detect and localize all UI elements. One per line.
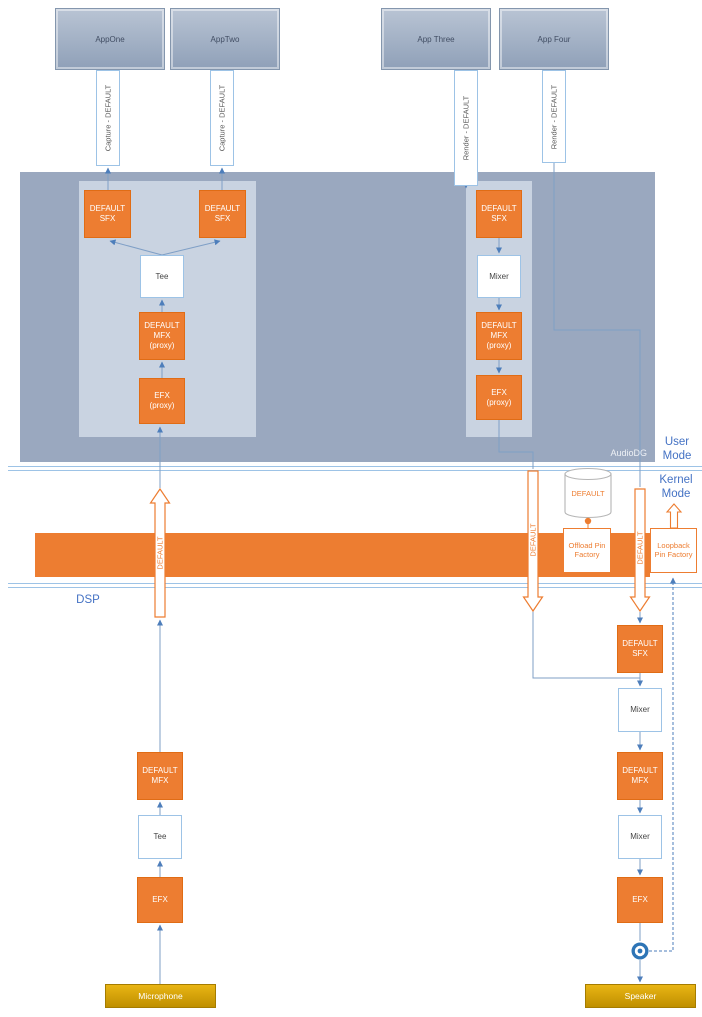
loopback-pin-factory-label: Loopback Pin Factory xyxy=(654,540,693,559)
render-sfx-node: DEFAULT SFX xyxy=(476,190,522,238)
app-one-label: AppOne xyxy=(95,34,125,44)
dsp-capture-tee-node: Tee xyxy=(138,815,182,859)
dsp-text: DSP xyxy=(76,594,100,606)
render-mfx-proxy-label: DEFAULT MFX (proxy) xyxy=(481,321,517,350)
render-stream-appfour: Render - DEFAULT xyxy=(542,70,566,163)
capture-stream-appone: Capture - DEFAULT xyxy=(96,70,120,166)
render-efx-proxy-node: EFX (proxy) xyxy=(476,375,522,420)
app-one: AppOne xyxy=(55,8,165,70)
capture-tee-label: Tee xyxy=(155,271,169,281)
dsp-render-mfx-label: DEFAULT MFX xyxy=(622,766,658,785)
app-four: App Four xyxy=(499,8,609,70)
render-default-arrow-label: DEFAULT xyxy=(529,523,538,556)
pin-connection-dot xyxy=(584,517,592,525)
dsp-capture-mfx-node: DEFAULT MFX xyxy=(137,752,183,800)
app-two: AppTwo xyxy=(170,8,280,70)
app-three: App Three xyxy=(381,8,491,70)
dsp-render-mixer2-label: Mixer xyxy=(630,832,650,841)
speaker-endpoint: Speaker xyxy=(585,984,696,1008)
capture-stream-appone-label: Capture - DEFAULT xyxy=(103,84,113,152)
dsp-label: DSP xyxy=(68,594,108,608)
speaker-label: Speaker xyxy=(624,991,657,1001)
render2-default-arrow-label: DEFAULT xyxy=(636,531,645,564)
capture-mfx-proxy-label: DEFAULT MFX (proxy) xyxy=(144,321,180,350)
capture-efx-proxy-label: EFX (proxy) xyxy=(149,391,175,410)
offload-pin-factory: Offload Pin Factory xyxy=(563,528,611,573)
capture-default-arrow-label: DEFAULT xyxy=(156,536,165,569)
dsp-capture-tee-label: Tee xyxy=(153,832,167,841)
dsp-capture-mfx-label: DEFAULT MFX xyxy=(142,766,178,785)
dsp-render-efx-label: EFX xyxy=(632,895,648,904)
offload-pin-factory-label: Offload Pin Factory xyxy=(568,540,606,559)
capture-sfx-right-node: DEFAULT SFX xyxy=(199,190,246,238)
default-pin-instance-text: DEFAULT xyxy=(571,489,605,498)
dsp-capture-efx-label: EFX xyxy=(152,895,168,904)
render-stream-appthree-label: Render - DEFAULT xyxy=(461,95,471,161)
app-four-label: App Four xyxy=(537,34,571,44)
dsp-render-mixer2-node: Mixer xyxy=(618,815,662,859)
capture-mfx-proxy-node: DEFAULT MFX (proxy) xyxy=(139,312,185,360)
user-kernel-boundary-line-1 xyxy=(8,466,702,467)
dsp-render-mixer1-node: Mixer xyxy=(618,688,662,732)
render-mixer-label: Mixer xyxy=(489,271,509,281)
render2-default-arrow-text: DEFAULT xyxy=(635,531,645,565)
kernel-dsp-boundary-line-1 xyxy=(8,583,702,584)
loopback-up-arrow xyxy=(665,503,683,529)
kernel-dsp-boundary-line-2 xyxy=(8,587,702,588)
dsp-render-efx-node: EFX xyxy=(617,877,663,923)
user-kernel-boundary-line-2 xyxy=(8,470,702,471)
render-default-arrow-text: DEFAULT xyxy=(528,523,538,557)
app-two-label: AppTwo xyxy=(210,34,240,44)
microphone-label: Microphone xyxy=(138,991,183,1001)
app-three-label: App Three xyxy=(417,34,455,44)
dsp-render-sfx-node: DEFAULT SFX xyxy=(617,625,663,673)
kernel-streaming-bar xyxy=(35,533,650,577)
dsp-render-sfx-label: DEFAULT SFX xyxy=(622,639,658,658)
kernel-mode-text: Kernel Mode xyxy=(659,474,693,500)
dsp-capture-efx-node: EFX xyxy=(137,877,183,923)
capture-efx-proxy-node: EFX (proxy) xyxy=(139,378,185,424)
loopback-tap-node xyxy=(631,942,649,960)
dsp-render-mfx-node: DEFAULT MFX xyxy=(617,752,663,800)
capture-stream-apptwo-label: Capture - DEFAULT xyxy=(217,84,227,152)
capture-sfx-left-node: DEFAULT SFX xyxy=(84,190,131,238)
render-stream-appthree: Render - DEFAULT xyxy=(454,70,478,186)
capture-sfx-left-label: DEFAULT SFX xyxy=(89,204,126,223)
render-mfx-proxy-node: DEFAULT MFX (proxy) xyxy=(476,312,522,360)
microphone-endpoint: Microphone xyxy=(105,984,216,1008)
render-mixer-node: Mixer xyxy=(477,255,521,298)
render-stream-appfour-label: Render - DEFAULT xyxy=(549,84,559,149)
capture-sfx-right-label: DEFAULT SFX xyxy=(204,204,241,223)
capture-stream-apptwo: Capture - DEFAULT xyxy=(210,70,234,166)
kernel-mode-label: Kernel Mode xyxy=(652,474,700,502)
render-sfx-label: DEFAULT SFX xyxy=(481,204,517,223)
audiodg-label: AudioDG xyxy=(610,448,647,458)
dsp-render-mixer1-label: Mixer xyxy=(630,705,650,714)
user-mode-label: User Mode xyxy=(654,436,700,464)
user-mode-text: User Mode xyxy=(662,436,692,462)
default-pin-instance-label: DEFAULT xyxy=(565,489,611,498)
capture-tee-node: Tee xyxy=(140,255,184,298)
loopback-pin-factory: Loopback Pin Factory xyxy=(650,528,697,573)
default-pin-instance-cylinder xyxy=(564,467,612,529)
capture-default-arrow-text: DEFAULT xyxy=(155,536,165,570)
render-efx-proxy-label: EFX (proxy) xyxy=(486,387,512,407)
